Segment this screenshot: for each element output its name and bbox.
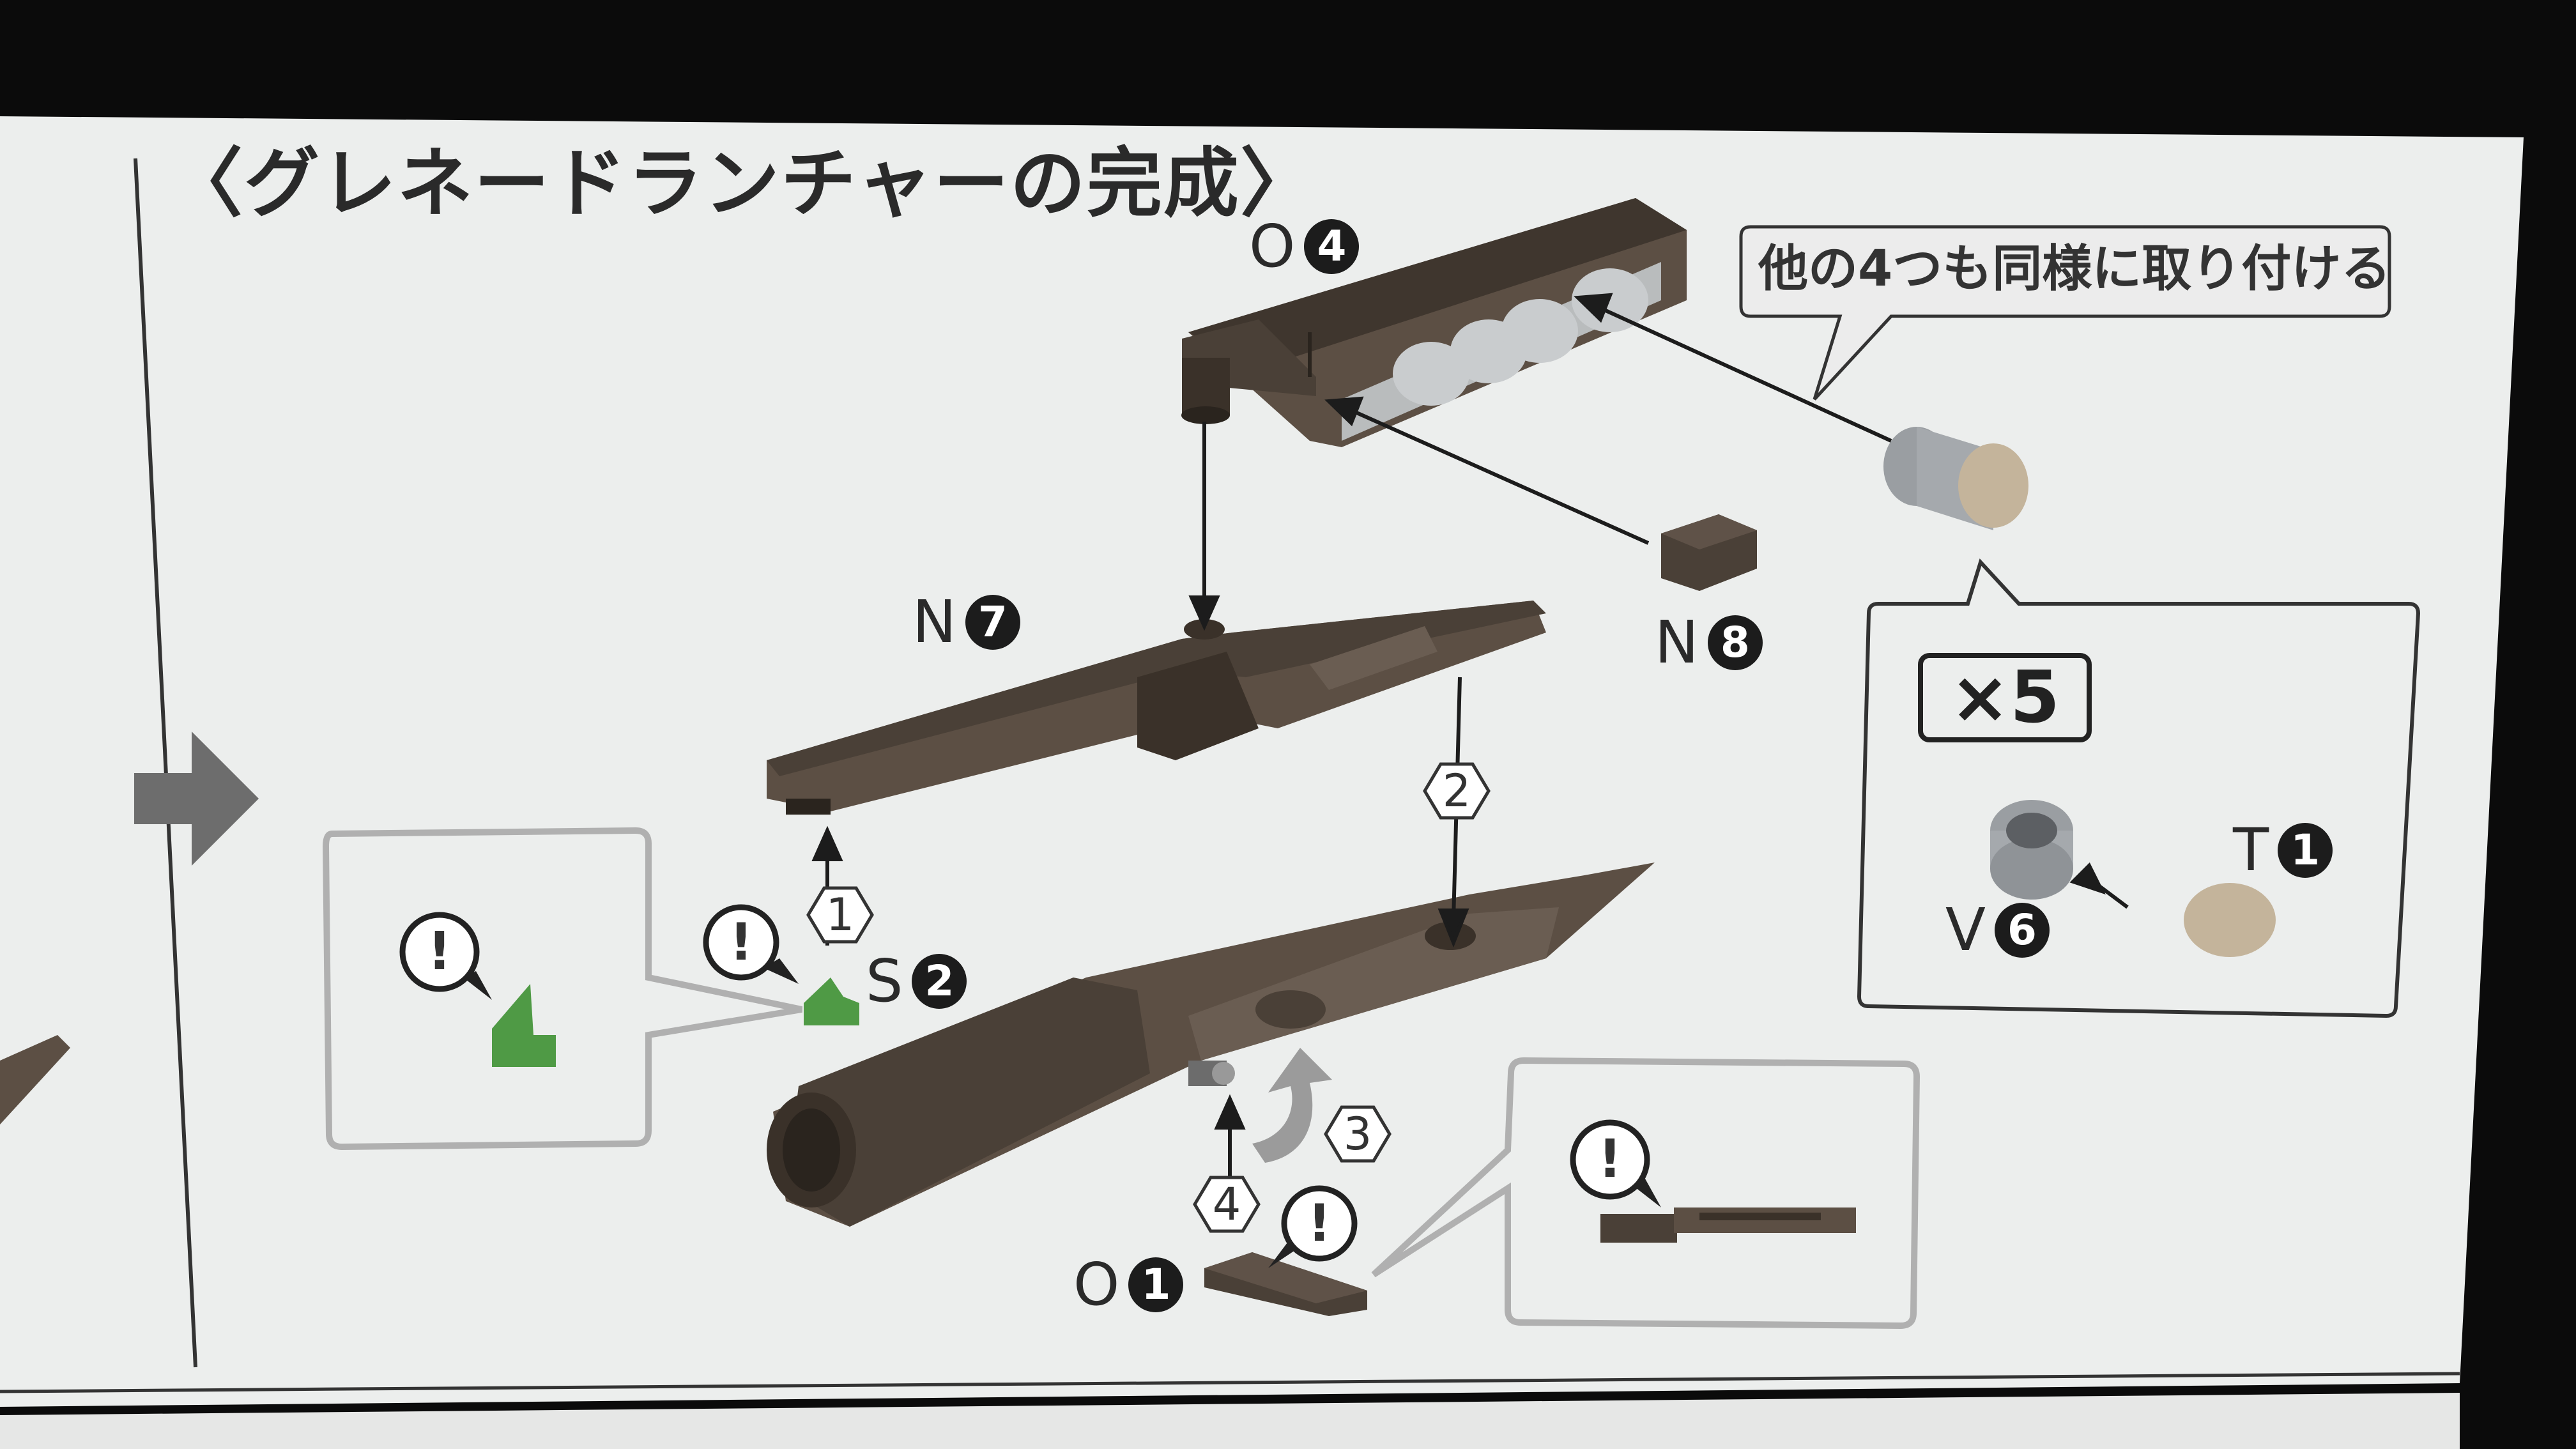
assembly-arrows: [811, 293, 2129, 1201]
round-shell: [1883, 427, 2028, 530]
bottom-border: [0, 1372, 2460, 1393]
label-n8: N 8: [1655, 613, 1763, 672]
label-o4: O 4: [1249, 212, 1360, 280]
label-o1: O 1: [1073, 1250, 1184, 1319]
part-lower-body: [767, 862, 1655, 1227]
step-hexagons: [806, 762, 1491, 1233]
label-n8-letter: N: [1655, 608, 1699, 677]
step-3: 3: [1343, 1108, 1372, 1160]
caution-mark-o1: !: [1307, 1193, 1331, 1253]
caution-side-part: [1600, 1208, 1856, 1243]
label-o1-letter: O: [1073, 1250, 1120, 1319]
label-n7-number: 7: [965, 595, 1020, 650]
caution-mark-s2: !: [729, 912, 753, 972]
caution-green-part: [492, 984, 556, 1067]
label-n7-letter: N: [912, 588, 956, 656]
page-title: 〈グレネードランチャーの完成〉: [167, 139, 1317, 227]
label-v6-letter: V: [1945, 896, 1986, 964]
paper-sheet: [0, 116, 2524, 1407]
label-o4-number: 4: [1304, 219, 1360, 274]
step-arrow-icon: [134, 732, 259, 866]
quantity-badge: ×5: [1918, 653, 2092, 742]
part-o4-magazine: [1181, 198, 1687, 447]
part-s2-green: [804, 977, 859, 1025]
caution-callout-left: [322, 827, 803, 1151]
label-t1-letter: T: [2233, 816, 2269, 884]
caution-callout-right: [1371, 1057, 1920, 1330]
label-s2: S 2: [866, 952, 967, 1011]
label-t1: T 1: [2233, 821, 2333, 880]
lower-sheet: [0, 1393, 2460, 1449]
label-s2-number: 2: [912, 954, 967, 1009]
caution-mark-right: !: [1598, 1129, 1622, 1190]
caution-mark-left: !: [427, 921, 452, 982]
step-1: 1: [825, 889, 855, 941]
label-v6: V 6: [1945, 901, 2050, 960]
label-o4-letter: O: [1249, 212, 1296, 280]
label-s2-letter: S: [866, 947, 903, 1015]
label-t1-number: 1: [2278, 823, 2333, 878]
quantity-callout: [1857, 558, 2421, 1018]
note-text: 他の4つも同様に取り付ける: [1758, 240, 2391, 298]
step-2: 2: [1442, 765, 1471, 817]
partial-part: [0, 1035, 70, 1124]
rotate-arrow-icon: [1252, 1048, 1332, 1163]
label-n7: N 7: [912, 593, 1020, 652]
note-bubble: [1739, 225, 2391, 401]
caution-icon: [399, 904, 1661, 1268]
part-n7-receiver: [767, 601, 1546, 815]
step-4: 4: [1212, 1178, 1241, 1230]
label-n8-number: 8: [1707, 615, 1763, 670]
parts-v6-t1: [1990, 800, 2276, 957]
part-n8-block: [1661, 514, 1757, 591]
divider-line: [134, 158, 197, 1368]
label-v6-number: 6: [1994, 903, 2050, 958]
part-o1: [1204, 1252, 1367, 1316]
label-o1-number: 1: [1128, 1257, 1184, 1312]
